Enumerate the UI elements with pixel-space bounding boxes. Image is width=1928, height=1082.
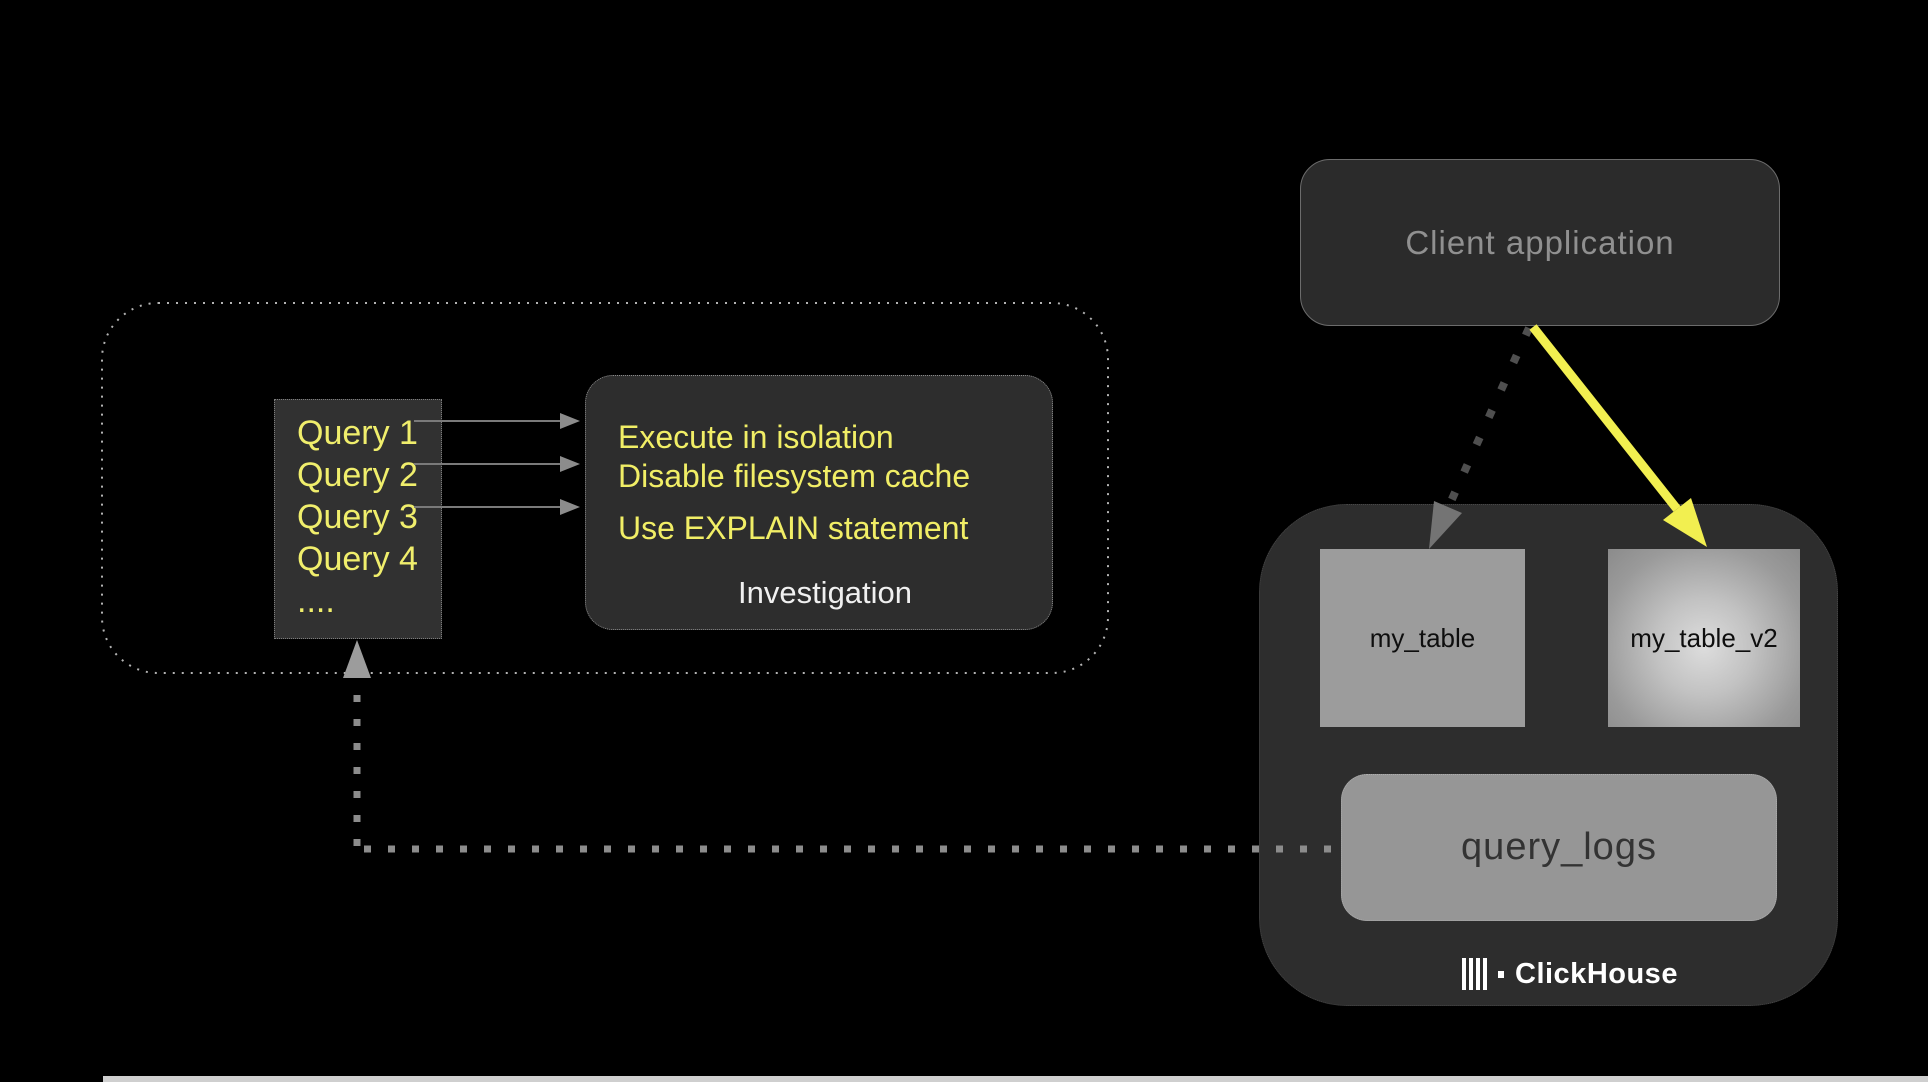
my-table-v2-label: my_table_v2 bbox=[1630, 622, 1778, 653]
my-table-v2-box: my_table_v2 bbox=[1608, 549, 1800, 727]
query-item-ellipsis: .... bbox=[297, 582, 335, 620]
clickhouse-logo: ClickHouse bbox=[1462, 956, 1678, 992]
my-table-label: my_table bbox=[1369, 622, 1476, 653]
investigation-tip: Disable filesystem cache bbox=[618, 458, 971, 494]
query-item: Query 4 bbox=[297, 540, 418, 578]
query-item: Query 2 bbox=[297, 456, 418, 494]
investigation-box: Execute in isolation Disable filesystem … bbox=[585, 375, 1053, 630]
client-application-label: Client application bbox=[1405, 223, 1675, 261]
client-application-box: Client application bbox=[1300, 159, 1780, 326]
my-table-box: my_table bbox=[1320, 549, 1525, 727]
clickhouse-brand-label: ClickHouse bbox=[1515, 957, 1678, 990]
investigation-tip: Use EXPLAIN statement bbox=[618, 510, 969, 546]
query-logs-box: query_logs bbox=[1341, 774, 1777, 921]
investigation-caption: Investigation bbox=[737, 575, 913, 610]
investigation-tip: Execute in isolation bbox=[618, 419, 894, 455]
feedback-arrow-dotted bbox=[343, 640, 1341, 853]
clickhouse-bars-icon bbox=[1462, 958, 1487, 990]
bottom-edge-strip bbox=[103, 1076, 1928, 1082]
query-item: Query 3 bbox=[297, 498, 418, 536]
clickhouse-dot-icon bbox=[1498, 970, 1504, 978]
query-logs-label: query_logs bbox=[1461, 826, 1657, 868]
query-item: Query 1 bbox=[297, 414, 418, 452]
query-list-box: Query 1 Query 2 Query 3 Query 4 .... bbox=[274, 399, 442, 639]
